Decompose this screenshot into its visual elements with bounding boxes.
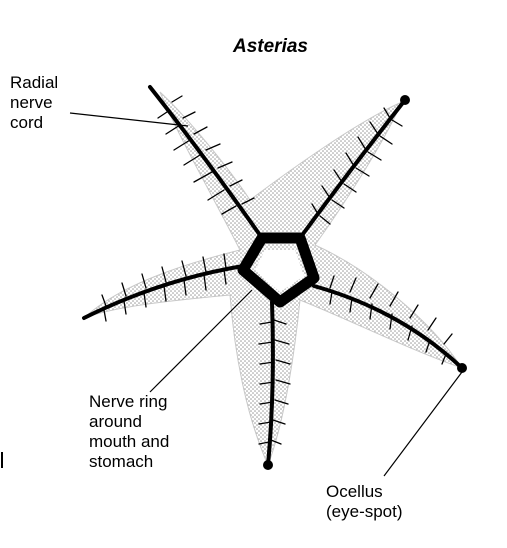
- branch: [101, 253, 227, 322]
- leader-line-nerve-ring: [149, 289, 253, 393]
- edge-mark: [1, 452, 3, 468]
- leader-line-ocellus: [383, 371, 463, 477]
- ocellus-spot: [400, 95, 410, 105]
- label-nerve-ring: Nerve ring around mouth and stomach: [89, 392, 170, 471]
- branch: [311, 107, 403, 225]
- radial-nerve-cord-right: [312, 284, 464, 370]
- diagram-title: Asterias: [233, 36, 308, 57]
- ocellus-spot: [457, 363, 467, 373]
- branch: [157, 95, 255, 215]
- nerve-ring: [237, 232, 320, 308]
- label-radial-nerve-cord: Radial nerve cord: [10, 73, 59, 132]
- nerve-network: [82, 85, 464, 467]
- label-ocellus: Ocellus (eye-spot): [326, 482, 403, 521]
- radial-nerve-cord-upper-left: [148, 85, 264, 240]
- leader-line-radial-nerve-cord: [69, 112, 189, 127]
- ocellus-spot: [263, 460, 273, 470]
- mouth-opening: [255, 250, 304, 292]
- radial-nerve-cord-upper-right: [298, 98, 407, 240]
- branch: [329, 275, 453, 365]
- branch: [258, 319, 291, 445]
